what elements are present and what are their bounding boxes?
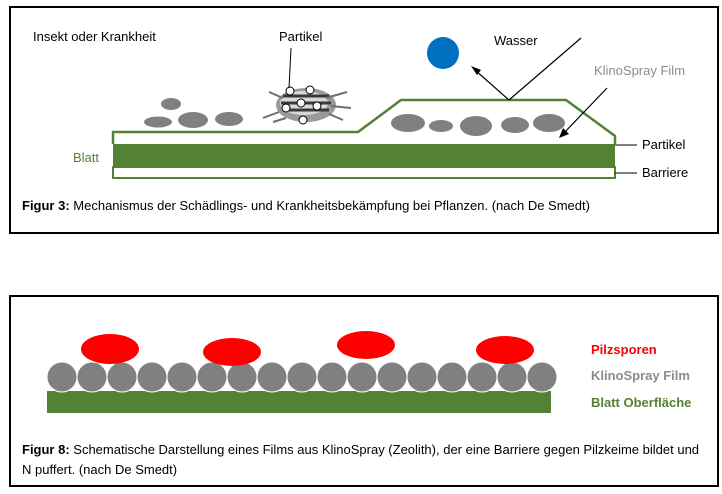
figure-8-panel: Pilzsporen KlinoSpray Film Blatt Oberflä… [9,295,719,487]
figure-8-diagram: Pilzsporen KlinoSpray Film Blatt Oberflä… [46,331,691,413]
zeolite-particle [526,361,558,393]
figure-3-panel: Insekt oder Krankheit Partikel Wasser Kl… [9,6,719,234]
zeolite-particle [496,361,528,393]
insect-label: Insekt oder Krankheit [33,29,156,44]
caption-prefix: Figur 8: [22,442,70,457]
zeolite-particle [376,361,408,393]
caption-prefix: Figur 3: [22,198,70,213]
caption-text: Mechanismus der Schädlings- und Krankhei… [69,198,590,213]
particle [460,116,492,136]
water-incoming-line [508,37,582,101]
arrowhead [559,128,569,138]
water-droplet [427,37,459,69]
film-label: KlinoSpray Film [591,368,690,383]
barrier-label: Barriere [642,165,688,180]
fungal-spore [81,334,139,364]
zeolite-particle-row [46,361,558,393]
zeolite-particle [76,361,108,393]
leaf-label: Blatt [73,150,99,165]
leaf-surface [47,391,551,413]
zeolite-particle [106,361,138,393]
film-pointer-line [562,87,608,135]
zeolite-particle [406,361,438,393]
figure-3-caption: Figur 3: Mechanismus der Schädlings- und… [22,196,712,216]
arrowhead [471,66,481,75]
beetle-icon [262,85,352,125]
zeolite-particle [316,361,348,393]
zeolite-particle [466,361,498,393]
leader-line [288,47,292,89]
zeolite-particle [166,361,198,393]
leaf-layer [113,144,615,167]
film-label: KlinoSpray Film [594,63,685,78]
zeolite-particle [256,361,288,393]
zeolite-particle [196,361,228,393]
water-label: Wasser [494,33,538,48]
surface-label: Blatt Oberfläche [591,395,691,410]
zeolite-particle [46,361,78,393]
fungal-spore [476,336,534,364]
film-outline [111,98,617,144]
particle [215,112,243,126]
zeolite-particle [136,361,168,393]
particle [533,114,565,132]
fungal-spore [337,331,395,359]
particle [178,112,208,128]
particle-top-label: Partikel [279,29,322,44]
water-reflected-line [474,69,510,101]
spores-label: Pilzsporen [591,342,657,357]
particle [391,114,425,132]
figure-8-caption: Figur 8: Schematische Darstellung eines … [22,440,712,480]
zeolite-particle [346,361,378,393]
particle [144,116,172,128]
particle [429,120,453,132]
particle [161,98,181,110]
zeolite-particle [436,361,468,393]
fungal-spore [203,338,261,366]
particle-side-label: Partikel [642,137,685,152]
zeolite-particle [226,361,258,393]
barrier-layer [112,166,616,179]
particle [501,117,529,133]
figure-3-diagram: Insekt oder Krankheit Partikel Wasser Kl… [33,29,688,180]
caption-text: Schematische Darstellung eines Films aus… [22,442,700,477]
zeolite-particle [286,361,318,393]
